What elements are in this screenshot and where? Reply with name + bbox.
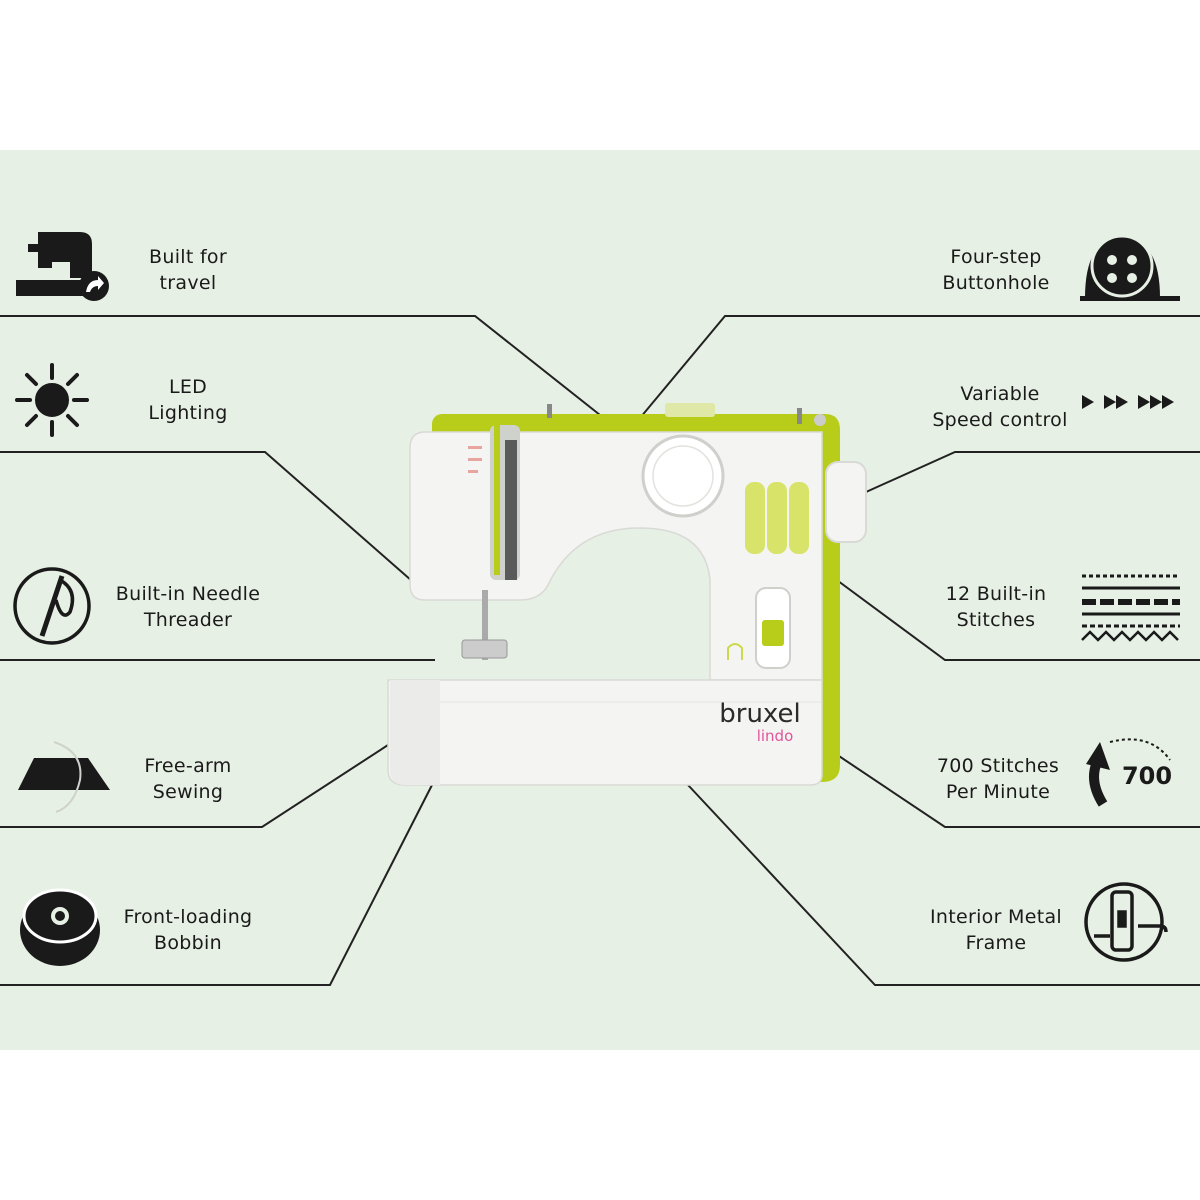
feature-label-line1: Free-arm [144, 755, 232, 777]
needle-threader-icon [13, 567, 91, 645]
presser-foot-bar [482, 590, 488, 660]
free-arm-icon [18, 741, 110, 813]
machine-branding: bruxel lindo [690, 700, 830, 744]
callout-line-spm [814, 739, 1200, 828]
callout-line-speed [865, 451, 1200, 493]
feature-stitches-per-minute: 700 Stitches Per Minute [888, 753, 1108, 805]
feature-label-line2: Per Minute [945, 781, 1051, 803]
spool-pin [547, 404, 552, 418]
stitch-chart [745, 482, 809, 554]
feature-front-loading-bobbin: Front-loading Bobbin [78, 904, 298, 956]
callout-line-stitches [829, 574, 1200, 661]
presser-foot [461, 639, 508, 659]
feature-needle-threader: Built-in Needle Threader [78, 581, 298, 633]
balance-wheel [825, 461, 867, 543]
feature-label-line2: Bobbin [154, 932, 222, 954]
callout-lines [0, 315, 1200, 986]
callout-line-travel [0, 315, 601, 416]
feature-four-step-buttonhole: Four-step Buttonhole [886, 244, 1106, 296]
sewing-machine [387, 403, 867, 786]
feature-label-line1: LED [168, 376, 208, 398]
feature-variable-speed: Variable Speed control [890, 381, 1110, 433]
feature-label-line1: 12 Built-in [945, 583, 1047, 605]
feature-label-line1: Variable [960, 383, 1040, 405]
spool-pin-cap [814, 414, 826, 426]
feature-label-line2: travel [159, 272, 217, 294]
sun-icon [15, 363, 89, 437]
feature-label-line2: Sewing [152, 781, 224, 803]
model-name: lindo [756, 727, 794, 745]
travel-machine-icon [16, 232, 109, 301]
metal-frame-icon [1084, 882, 1168, 962]
stitches-icon [1081, 574, 1180, 642]
feature-label-line1: Built for [149, 246, 227, 268]
spool-pin-right [797, 408, 802, 424]
thread-guide [505, 440, 517, 580]
free-arm-front [390, 680, 440, 785]
needle-plate-lime [494, 425, 500, 575]
feature-label-line1: Front-loading [123, 906, 253, 928]
feature-label-line2: Stitches [956, 609, 1036, 631]
stitch-length-lever [762, 620, 784, 646]
speed-arrows-icon [1082, 395, 1174, 409]
feature-built-for-travel: Built for travel [78, 244, 298, 296]
feature-label-line1: 700 Stitches [936, 755, 1060, 777]
button-icon [1080, 234, 1180, 301]
feature-label-line2: Threader [143, 609, 233, 631]
feature-panel [0, 150, 1200, 1050]
feature-free-arm: Free-arm Sewing [78, 753, 298, 805]
bobbin-icon [20, 888, 100, 966]
left-panel-marks [468, 446, 482, 473]
callout-line-frame [687, 784, 1200, 986]
machine-base [387, 679, 823, 786]
feature-label-line1: Interior Metal [929, 906, 1062, 928]
callout-line-freearm [0, 744, 389, 828]
feature-label-line2: Buttonhole [942, 272, 1050, 294]
callout-line-buttonhole [629, 315, 1200, 431]
feature-built-in-stitches: 12 Built-in Stitches [886, 581, 1106, 633]
feature-led-lighting: LED Lighting [78, 374, 298, 426]
rotate-700-label: 700 [1122, 762, 1172, 790]
feature-label-line2: Frame [965, 932, 1027, 954]
feature-interior-metal-frame: Interior Metal Frame [886, 904, 1106, 956]
brand-name: bruxel [719, 699, 801, 729]
feature-label-line2: Speed control [932, 409, 1068, 431]
machine-top-handle [665, 403, 715, 417]
feature-label-line2: Lighting [148, 402, 228, 424]
feature-label-line1: Four-step [950, 246, 1042, 268]
callout-line-led [0, 451, 421, 589]
callout-line-bobbin [0, 784, 433, 986]
stitch-selector-dial [641, 434, 725, 518]
rotate-700-icon: 700 [1086, 738, 1172, 807]
feature-label-line1: Built-in Needle [115, 583, 261, 605]
